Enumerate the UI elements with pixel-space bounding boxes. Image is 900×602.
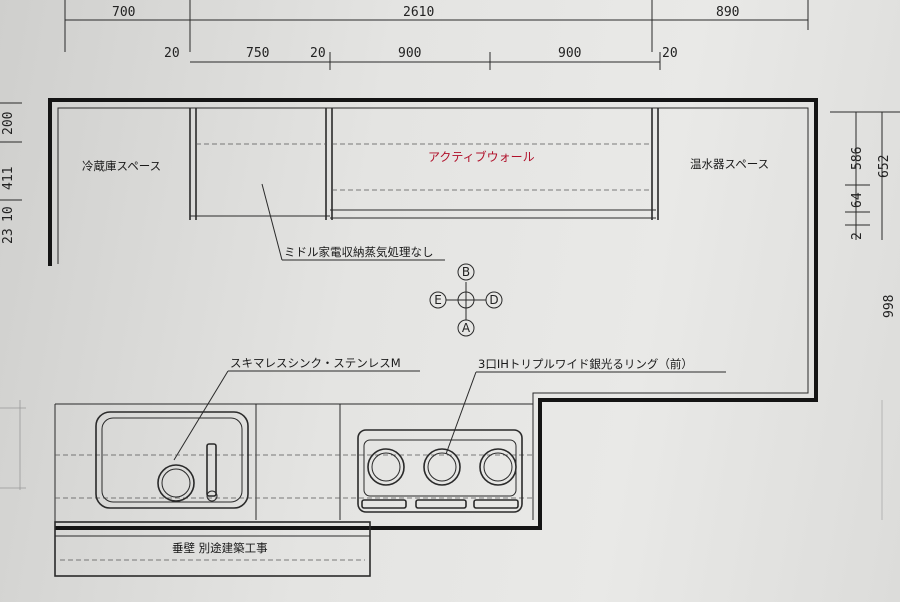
- middle-appliance-label: ミドル家電収納蒸気処理なし: [284, 245, 434, 259]
- ih-callout: 3口IHトリプルワイド銀光るリング（前）: [445, 357, 726, 455]
- compass-marker: B E D A: [429, 263, 503, 337]
- dim-900-a: 900: [398, 46, 421, 61]
- water-heater-space-label: 温水器スペース: [690, 157, 769, 171]
- dim-20-b: 20: [310, 46, 326, 61]
- lower-counter: [54, 403, 533, 528]
- fridge-space-label: 冷蔵庫スペース: [82, 159, 161, 173]
- sink-callout: スキマレスシンク・ステンレスM: [173, 356, 420, 461]
- dim-right-586: 586: [850, 147, 865, 170]
- sink-label: スキマレスシンク・ステンレスM: [230, 356, 401, 370]
- dim-right-64: 64: [850, 192, 865, 208]
- dim-left-200: 200: [1, 112, 16, 135]
- compass-a: A: [462, 321, 471, 335]
- dim-left-10: 10: [1, 206, 16, 222]
- dim-right-652: 652: [877, 155, 892, 178]
- hanging-wall-label: 垂壁 別途建築工事: [172, 541, 268, 555]
- compass-b: B: [462, 265, 470, 279]
- upper-cabinets: [189, 108, 659, 220]
- dim-right-998: 998: [882, 295, 897, 318]
- active-wall-label: アクティブウォール: [428, 149, 535, 164]
- top-dimension-row: 700 2610 890: [64, 0, 809, 52]
- dim-left-23: 23: [1, 228, 16, 244]
- right-dimension-column: 586 652 64 2 998: [830, 111, 900, 318]
- dim-20-c: 20: [662, 46, 678, 61]
- dim-top-700: 700: [112, 5, 135, 20]
- dim-750: 750: [246, 46, 269, 61]
- dim-left-411: 411: [1, 167, 16, 190]
- compass-e: E: [434, 293, 442, 307]
- dim-900-b: 900: [558, 46, 581, 61]
- dim-top-890: 890: [716, 5, 739, 20]
- background-guides: [0, 400, 883, 520]
- counter-outline: [48, 98, 818, 530]
- middle-appliance-callout: ミドル家電収納蒸気処理なし: [261, 183, 445, 261]
- left-dimension-column: 200 411 10 23: [0, 102, 22, 244]
- sink-bowl: [95, 411, 249, 509]
- ih-cooktop: [357, 429, 523, 513]
- hanging-wall: 垂壁 別途建築工事: [54, 521, 371, 577]
- dim-top-2610: 2610: [403, 5, 434, 20]
- dim-right-2: 2: [850, 232, 865, 240]
- dim-20-a: 20: [164, 46, 180, 61]
- second-dimension-row: 20 750 20 900 900 20: [164, 46, 678, 70]
- compass-d: D: [489, 293, 498, 307]
- ih-label: 3口IHトリプルワイド銀光るリング（前）: [478, 357, 693, 371]
